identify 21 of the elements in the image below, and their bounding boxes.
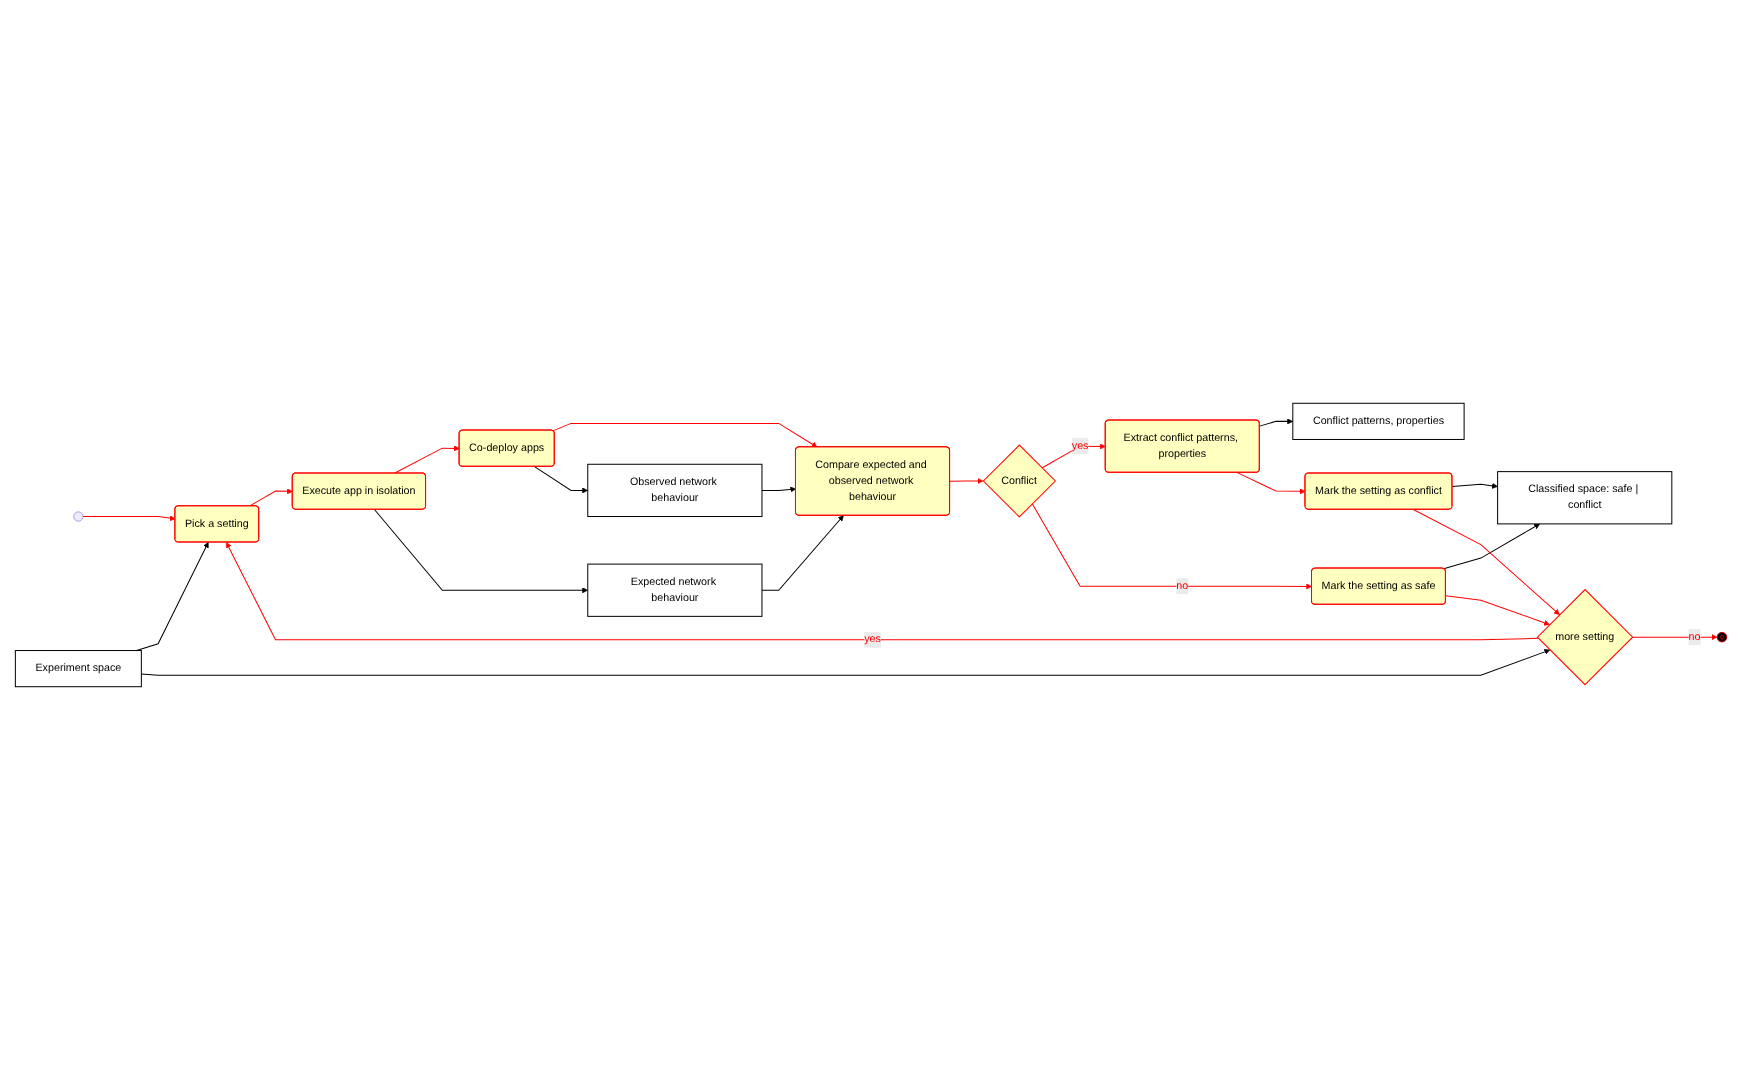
arrow — [248, 488, 293, 507]
arrow — [1443, 523, 1540, 570]
arrow — [1631, 634, 1718, 641]
arrow — [393, 445, 460, 474]
arrow — [552, 422, 818, 448]
arrow — [1412, 508, 1560, 615]
arrow — [761, 515, 844, 591]
arrow — [949, 478, 984, 484]
arrow — [140, 649, 1551, 676]
arrow — [534, 466, 589, 494]
node-circle — [73, 511, 84, 522]
arrow — [82, 515, 176, 522]
arrow — [226, 542, 1539, 641]
arrow — [1236, 472, 1306, 495]
arrow — [761, 486, 797, 493]
arrow — [1031, 503, 1313, 590]
arrow — [1445, 595, 1550, 626]
arrow — [373, 508, 589, 594]
arrow — [1451, 482, 1498, 489]
arrow — [1259, 418, 1294, 427]
arrow — [136, 542, 209, 652]
